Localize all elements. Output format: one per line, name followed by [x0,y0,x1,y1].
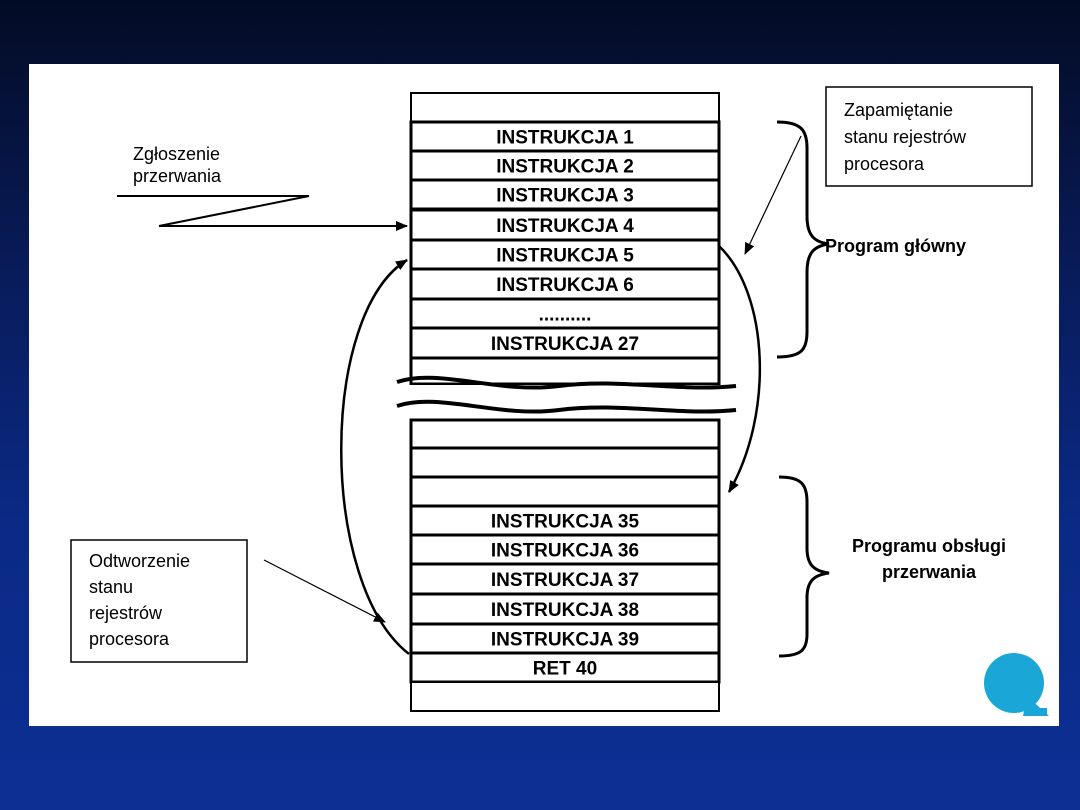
memory-break-wave-top [396,375,737,390]
memory-cell [409,418,721,450]
memory-cell-label: INSTRUKCJA 39 [491,630,639,651]
restore-note-line-1: Odtworzenie [89,551,190,571]
interrupt-label-line-2: przerwania [133,166,222,186]
memory-cell-label: INSTRUKCJA 38 [491,600,639,621]
memory-cell-label: INSTRUKCJA 37 [491,570,639,591]
memory-cell [409,208,721,242]
memory-cell [409,562,721,596]
memory-cell [409,149,721,182]
memory-cell-label: RET 40 [533,659,597,680]
restore-note-line-2: stanu [89,577,133,597]
save-note-pointer [744,135,802,255]
memory-cell [409,504,721,537]
save-note-line-3: procesora [844,154,925,174]
memory-cell [409,651,721,684]
save-note-line-1: Zapamiętanie [844,100,953,120]
memory-column: INSTRUKCJA 1 INSTRUKCJA 2 INSTRUKCJA 3 INST… [407,92,725,712]
isr-brace [778,475,830,658]
memory-cell [410,681,720,712]
interrupt-diagram: INSTRUKCJA 1 INSTRUKCJA 2 INSTRUKCJA 3 INST… [70,86,1033,712]
diagram-panel: INSTRUKCJA 1 INSTRUKCJA 2 INSTRUKCJA 3 INST… [29,64,1059,726]
restore-note-line-3: rejestrów [89,603,163,623]
restore-registers-note-box [70,539,248,663]
isr-label-line-1: Programu obsługi [852,536,1006,556]
memory-cell [409,267,721,301]
restore-note-line-4: procesora [89,629,170,649]
main-program-brace [776,120,830,359]
save-registers-note-box [825,86,1033,187]
memory-cell [409,446,721,479]
memory-break-wave-bottom [396,399,737,414]
save-note-line-2: stanu rejestrów [844,127,967,147]
memory-cell-label: INSTRUKCJA 6 [496,275,634,296]
memory-cell-label: .......... [539,305,592,326]
memory-cell-label: INSTRUKCJA 35 [491,512,640,533]
memory-cell [410,92,720,123]
jump-to-isr-arrow [718,245,762,493]
main-program-label: Program główny [825,236,966,256]
memory-cell [409,475,721,508]
memory-cell-label: INSTRUKCJA 2 [496,157,634,178]
memory-cell [409,356,721,386]
return-to-main-arrow [340,258,410,655]
isr-label-line-2: przerwania [882,562,977,582]
memory-cell-label: INSTRUKCJA 3 [496,186,634,207]
memory-cell-label: INSTRUKCJA 5 [496,246,634,267]
interrupt-label-line-1: Zgłoszenie [133,144,220,164]
memory-cell [409,533,721,566]
memory-cell-label: INSTRUKCJA 27 [491,334,639,355]
restore-note-pointer [263,559,386,623]
memory-cell-label: INSTRUKCJA 1 [496,128,634,149]
memory-cell-label: INSTRUKCJA 36 [491,541,639,562]
magnifier-q-icon [984,653,1049,716]
memory-cell-label: INSTRUKCJA 4 [496,216,634,237]
interrupt-request-arrow [117,195,408,231]
